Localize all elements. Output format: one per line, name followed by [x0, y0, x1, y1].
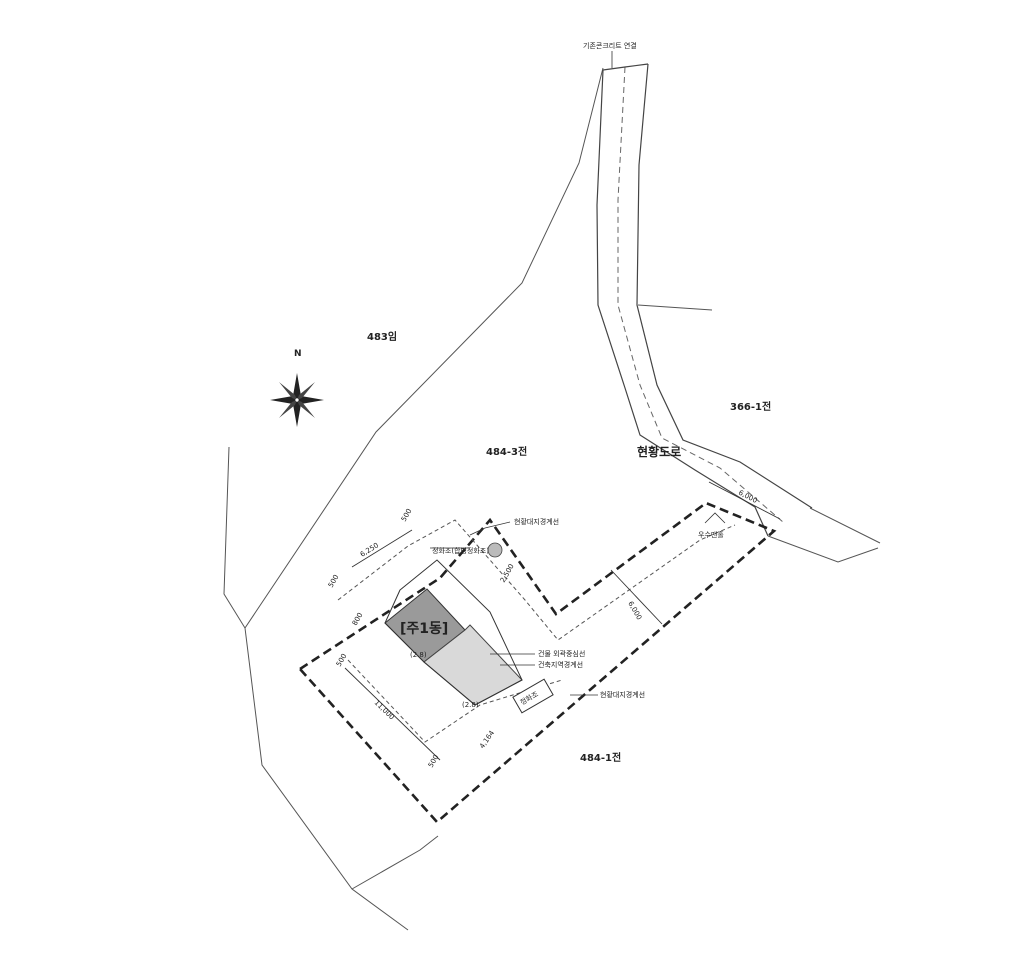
- dim-500-d-label: 500: [427, 753, 441, 769]
- lot-484-1-label: 484-1전: [580, 751, 621, 764]
- dim-4164-label: 4,164: [478, 729, 496, 750]
- inner-setback-line: [337, 519, 736, 641]
- lot-boundary-south: [351, 835, 439, 890]
- building-outline: [384, 559, 523, 706]
- lot-366-1-label: 366-1전: [730, 400, 771, 413]
- dim-500-b-label: 500: [400, 507, 414, 523]
- road-centerline: [617, 66, 784, 523]
- lot-boundary-east-tick: [637, 304, 713, 311]
- annot-building-setback: 건물 외곽중심선: [538, 649, 585, 658]
- north-label: N: [294, 349, 302, 359]
- site-depth-label: 6,000: [626, 600, 643, 621]
- building-label: [주1동]: [400, 621, 448, 637]
- sewer-symbol: [704, 512, 726, 524]
- north-arrow-icon: [270, 373, 324, 427]
- site-depth-dimension: [610, 569, 663, 625]
- dim-11000-label: 11,000: [373, 699, 396, 722]
- existing-road-label: 기존콘크리트 연결: [583, 41, 637, 50]
- lot-boundary-right-edge: [809, 507, 881, 544]
- dim-11000-line: [344, 667, 441, 761]
- leader-top-site-line: [469, 521, 511, 536]
- road-edge-west: [596, 69, 769, 537]
- lot-boundary-west: [223, 446, 409, 931]
- road-width-dimension: [708, 481, 781, 520]
- annot-top-site-line: 현황대지경계선: [514, 517, 559, 526]
- road-label: 현황도로: [637, 444, 681, 459]
- annot-site-setback: 건축지역경계선: [538, 660, 583, 669]
- dim-800-label: 800: [351, 611, 365, 627]
- manhole-icon: [487, 542, 503, 558]
- septic-tank: [512, 678, 554, 714]
- dim-500-a-label: 500: [327, 573, 341, 589]
- dim-6250-line: [351, 529, 413, 568]
- lot-boundary-366-1: [767, 535, 879, 563]
- building-area-left: (2.8): [410, 651, 427, 659]
- annot-top-detail: 정화조(합병정화조): [432, 546, 489, 555]
- building-area-right: (2.8): [462, 701, 479, 709]
- inner-setback-line-2: [347, 659, 563, 743]
- dim-500-c-label: 500: [335, 652, 349, 668]
- lot-boundary-483: [244, 67, 604, 629]
- road-edge-east: [636, 63, 813, 509]
- lot-484-3-label: 484-3전: [486, 445, 527, 458]
- site-boundary: [298, 501, 777, 824]
- road-top-cap: [602, 63, 649, 71]
- annot-sewer: 우수맨홀: [698, 530, 724, 539]
- lot-483-label: 483임: [367, 330, 397, 343]
- annot-right-site-line: 현황대지경계선: [600, 690, 645, 699]
